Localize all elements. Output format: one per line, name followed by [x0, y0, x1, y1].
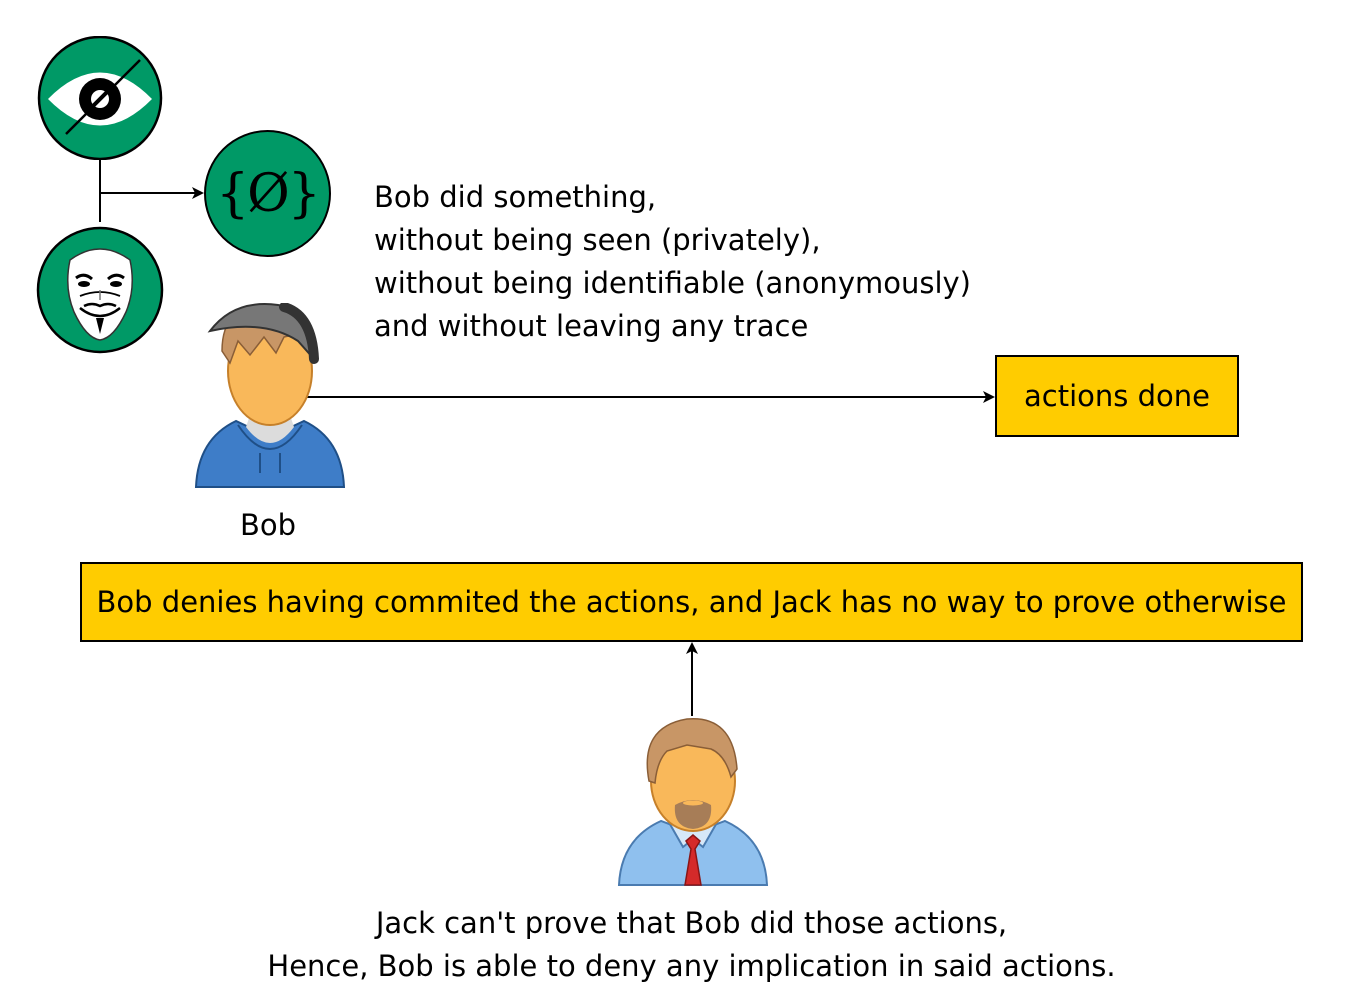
conclusion-line-1: Jack can't prove that Bob did those acti…	[375, 906, 1008, 940]
empty-set-symbol: {Ø}	[216, 163, 321, 224]
bob-avatar-icon	[194, 303, 346, 488]
description-line-4: and without leaving any trace	[374, 309, 809, 343]
description-line-1: Bob did something,	[374, 180, 657, 214]
actions-done-box: actions done	[995, 355, 1239, 437]
description-line-3: without being identifiable (anonymously)	[374, 266, 971, 300]
bob-label: Bob	[240, 508, 297, 542]
guy-fawkes-mask-icon	[36, 226, 164, 354]
conclusion-text: Jack can't prove that Bob did those acti…	[0, 902, 1347, 988]
description-text: Bob did something, without being seen (p…	[374, 176, 971, 348]
jack-avatar-icon	[617, 718, 769, 886]
description-line-2: without being seen (privately),	[374, 223, 821, 257]
empty-set-icon: {Ø}	[204, 130, 331, 257]
conclusion-line-2: Hence, Bob is able to deny any implicati…	[267, 949, 1116, 983]
crossed-eye-icon	[37, 36, 163, 160]
denial-box: Bob denies having commited the actions, …	[80, 562, 1303, 642]
